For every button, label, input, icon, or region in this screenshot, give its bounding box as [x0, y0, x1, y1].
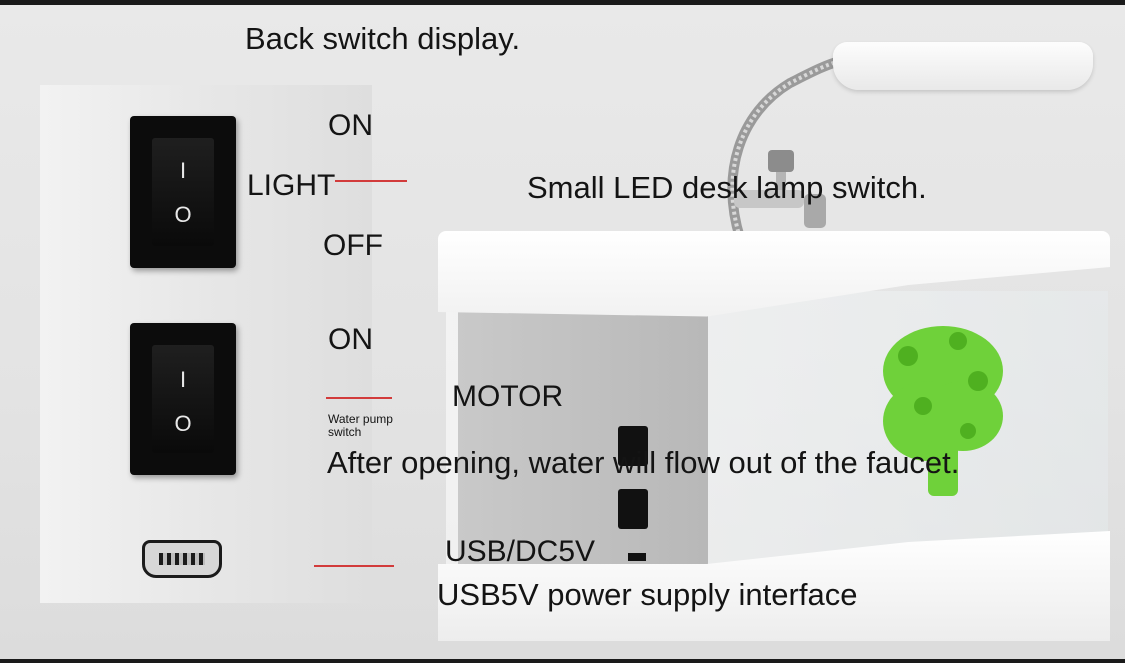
on-symbol: I — [179, 367, 187, 392]
off-symbol: O — [174, 202, 192, 227]
tank-light-switch — [618, 426, 648, 466]
plant-icon — [883, 326, 1003, 496]
aquarium-tank — [438, 231, 1110, 641]
faucet-icon — [734, 150, 826, 228]
led-lamp-icon — [833, 42, 1093, 90]
water-pump-label: Water pump switch — [328, 412, 393, 439]
faucet-caption: After opening, water will flow out of th… — [327, 445, 960, 480]
motor-label: MOTOR — [452, 380, 564, 413]
tank-back-panel — [458, 301, 708, 591]
motor-rocker-switch: I O — [130, 323, 236, 475]
on-symbol: I — [179, 158, 187, 183]
power-caption: USB5V power supply interface — [437, 577, 858, 612]
light-leader-line — [335, 180, 407, 182]
mini-usb-port-icon — [142, 540, 222, 578]
light-on-label: ON — [328, 109, 373, 142]
rocker-switch-icon: I O — [152, 138, 214, 246]
motor-leader-line — [326, 397, 392, 399]
off-symbol: O — [174, 411, 192, 436]
usb-leader-line — [314, 565, 394, 567]
motor-on-label: ON — [328, 323, 373, 356]
lamp-caption: Small LED desk lamp switch. — [527, 170, 927, 205]
rocker-switch-icon: I O — [152, 345, 214, 453]
light-rocker-switch: I O — [130, 116, 236, 268]
usb-label: USB/DC5V — [445, 535, 596, 568]
tank-motor-switch — [618, 489, 648, 529]
tank-usb-port — [628, 553, 646, 561]
light-label: LIGHT — [247, 169, 336, 202]
page-title: Back switch display. — [245, 21, 521, 56]
lamp-neck — [700, 53, 850, 243]
light-off-label: OFF — [323, 229, 383, 262]
